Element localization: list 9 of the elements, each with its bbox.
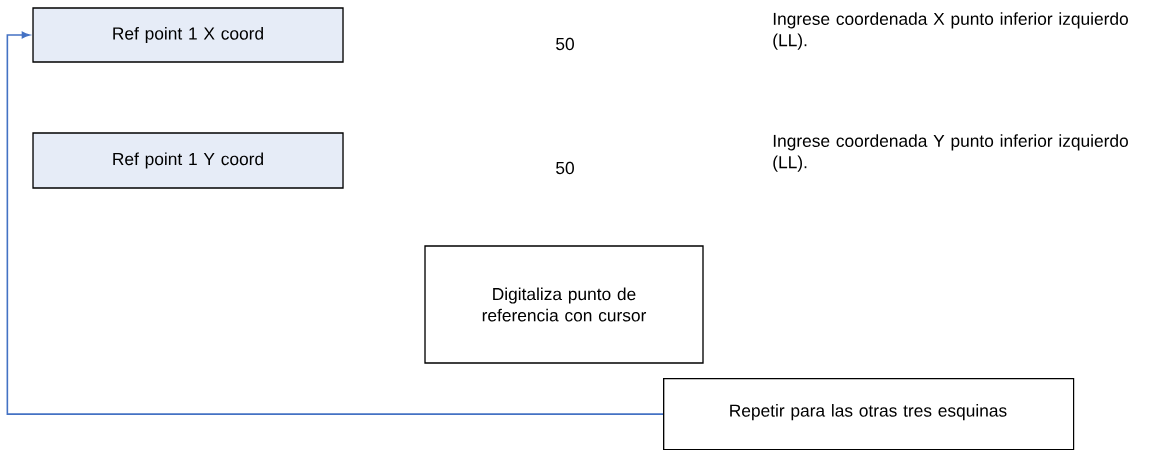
process-box: Ref point 1 X coord (32, 7, 344, 63)
process-box: Ref point 1 Y coord (32, 132, 344, 189)
process-box: Digitaliza punto de referencia con cursor (424, 245, 704, 364)
instruction-text: Ingrese coordenada Y punto inferior izquierdo (LL). (773, 134, 1128, 172)
instruction-text: Ingrese coordenada X punto inferior izquierdo (LL). (773, 12, 1128, 50)
arrow (6, 31, 664, 415)
value-text: 50 (556, 161, 574, 175)
value-text: 50 (556, 37, 574, 51)
process-box: Repetir para las otras tres esquinas (663, 378, 1075, 450)
